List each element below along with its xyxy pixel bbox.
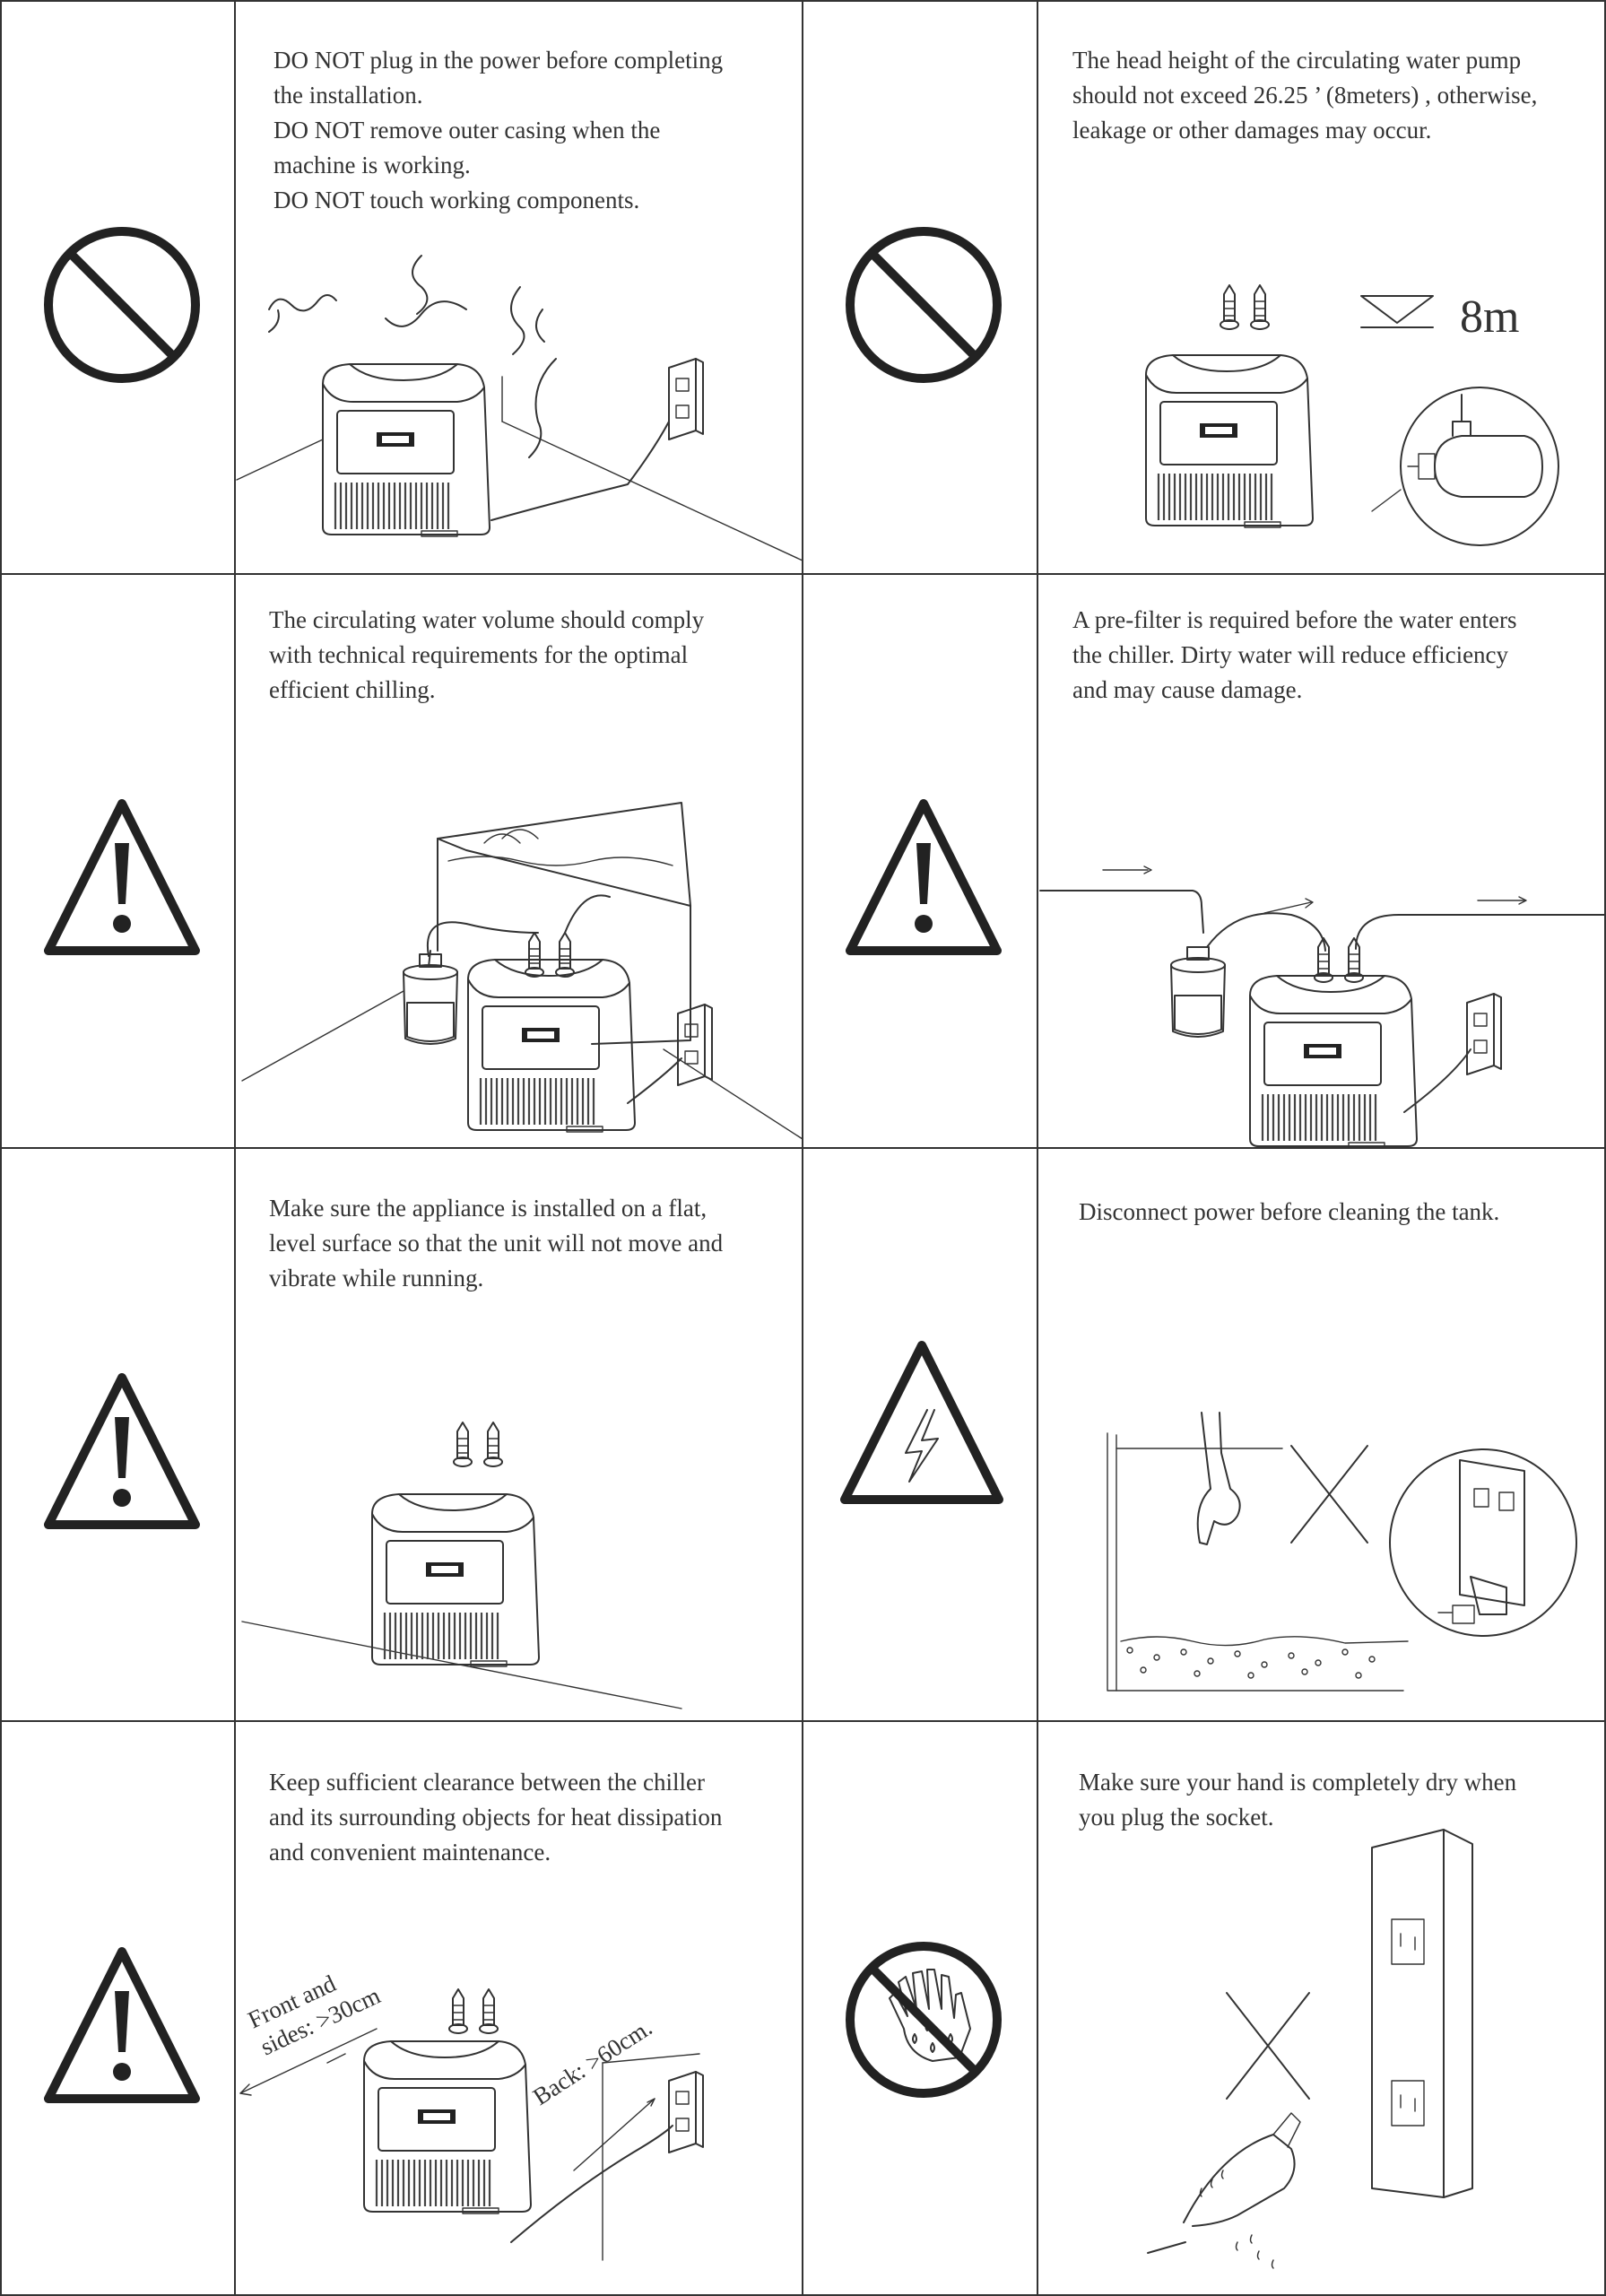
illustration-dry-hands [1147, 1829, 1473, 2269]
prohibition-icon [846, 227, 1002, 383]
level-surface-instructions: Make sure the appliance is installed on … [269, 1195, 724, 1292]
warning-icon [44, 1947, 200, 2103]
illustration-clearance: Front and sides: >30cm Back: >60cm. [239, 1970, 704, 2261]
illustration-disconnect-power [1107, 1412, 1577, 1692]
disconnect-power-instructions: Disconnect power before cleaning the tan… [1079, 1198, 1500, 1225]
height-label: 8m [1460, 291, 1519, 343]
back-clearance-label: Back: >60cm. [528, 2013, 657, 2110]
illustration-water-volume [241, 802, 803, 1140]
pre-filter-instructions: A pre-filter is required before the wate… [1072, 606, 1517, 703]
pump-head-height-instructions: The head height of the circulating water… [1072, 47, 1538, 144]
clearance-instructions: Keep sufficient clearance between the ch… [269, 1769, 723, 1866]
no-wet-hands-icon [846, 1942, 1002, 2098]
power-safety-instructions: DO NOT plug in the power before completi… [273, 47, 724, 213]
warning-icon [44, 1373, 200, 1529]
prohibition-icon [44, 227, 200, 383]
electric-hazard-icon [840, 1341, 1003, 1504]
water-volume-instructions: The circulating water volume should comp… [269, 606, 705, 703]
illustration-pre-filter [1039, 865, 1606, 1150]
illustration-hot-chiller [236, 255, 803, 561]
dry-hands-instructions: Make sure your hand is completely dry wh… [1079, 1769, 1517, 1831]
illustration-pump-head: 8m [1144, 284, 1559, 546]
warning-icon [846, 799, 1002, 955]
illustration-level-surface [241, 1422, 682, 1709]
warning-icon [44, 799, 200, 955]
